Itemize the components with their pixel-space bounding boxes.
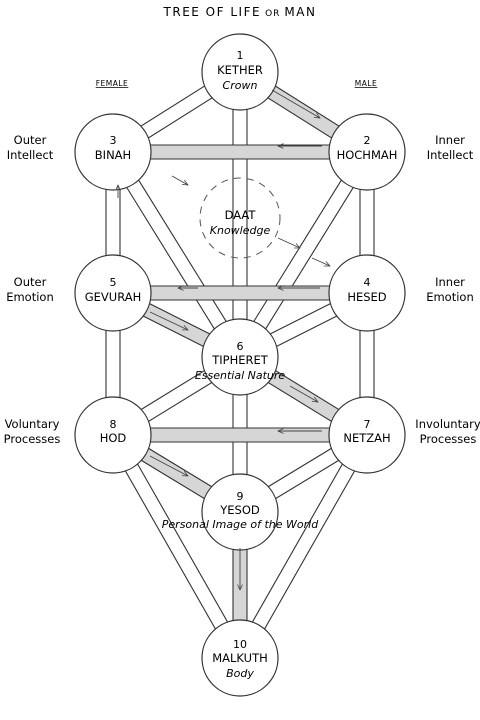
binah-number: 3 <box>110 134 117 147</box>
yesod-node-text: 9 YESOD Personal Image of the World <box>162 490 319 531</box>
hod-node-text: 8 HOD <box>100 418 127 445</box>
netzah-circle <box>328 396 406 474</box>
path-gevurah-hesed <box>113 286 367 300</box>
hochmah-node-text: 2 HOCHMAH <box>337 134 398 162</box>
voluntary-processes-label-1: Voluntary <box>5 417 60 431</box>
binah-name: BINAH <box>95 148 131 162</box>
gevurah-circle <box>74 254 152 332</box>
outer-intellect-label-1: Outer <box>14 133 47 147</box>
hod-circle <box>74 396 152 474</box>
outer-intellect-label-2: Intellect <box>7 148 54 162</box>
tiphereth-sub: Essential Nature <box>195 369 286 382</box>
daat-node-text: DAAT Knowledge <box>210 208 271 237</box>
flow-arrow-8 <box>149 311 188 331</box>
male-side-label: MALE <box>355 79 378 88</box>
hesed-number: 4 <box>364 276 371 289</box>
path-hod-netzah <box>113 428 367 442</box>
netzah-node-text: 7 NETZAH <box>343 418 390 445</box>
malkuth-node-text: 10 MALKUTH Body <box>212 638 268 680</box>
hesed-name: HESED <box>347 290 386 304</box>
flow-arrow-1 <box>271 89 320 118</box>
kether-node-text: 1 KETHER Crown <box>217 49 263 92</box>
flow-arrow-4 <box>277 237 300 249</box>
path-edge-hochmah-tiphereth-1 <box>245 155 374 361</box>
right-labels: Inner Intellect Inner Emotion Involuntar… <box>415 133 480 446</box>
outer-emotion-label-1: Outer <box>14 275 47 289</box>
tiphereth-name: TIPHERET <box>211 353 269 367</box>
malkuth-number: 10 <box>233 638 247 651</box>
path-binah-hochmah <box>113 145 367 159</box>
kether-sub: Crown <box>223 79 258 92</box>
tiphereth-circle <box>201 318 279 396</box>
involuntary-processes-label-1: Involuntary <box>415 417 480 431</box>
flow-arrow-3 <box>171 175 188 185</box>
path-edge-netzah-malkuth-1 <box>245 438 374 662</box>
path-hochmah-tiphereth <box>234 148 373 361</box>
flow-arrow-5 <box>311 257 330 267</box>
involuntary-processes-label-2: Processes <box>420 432 477 446</box>
hochmah-circle <box>328 113 406 191</box>
hod-name: HOD <box>100 431 127 445</box>
hesed-node-text: 4 HESED <box>347 276 386 304</box>
daat-sub: Knowledge <box>210 224 271 237</box>
path-netzah-malkuth <box>233 431 374 662</box>
gevurah-number: 5 <box>110 276 117 289</box>
yesod-number: 9 <box>237 490 244 503</box>
flow-arrows <box>118 89 330 590</box>
inner-emotion-label-1: Inner <box>435 275 465 289</box>
path-edge-hochmah-tiphereth-0 <box>233 148 362 354</box>
kether-name: KETHER <box>217 63 263 77</box>
malkuth-name: MALKUTH <box>212 651 268 665</box>
kether-circle <box>201 33 279 111</box>
inner-intellect-label-1: Inner <box>435 133 465 147</box>
flow-arrow-9 <box>289 385 318 402</box>
daat-name: DAAT <box>225 208 257 222</box>
path-hod-malkuth <box>106 431 247 662</box>
daat-circle <box>199 177 281 259</box>
inner-intellect-label-2: Intellect <box>427 148 474 162</box>
inner-emotion-label-2: Emotion <box>426 290 474 304</box>
path-edge-hod-malkuth-0 <box>106 438 235 662</box>
binah-node-text: 3 BINAH <box>95 134 131 162</box>
path-edge-hod-malkuth-1 <box>118 431 247 655</box>
hesed-circle <box>328 254 406 332</box>
gevurah-node-text: 5 GEVURAH <box>85 276 142 304</box>
hod-number: 8 <box>110 418 117 431</box>
hochmah-number: 2 <box>364 134 371 147</box>
hochmah-name: HOCHMAH <box>337 148 398 162</box>
kether-number: 1 <box>237 49 244 62</box>
yesod-sub: Personal Image of the World <box>162 518 319 531</box>
netzah-name: NETZAH <box>343 431 390 445</box>
left-labels: Outer Intellect Outer Emotion Voluntary … <box>4 133 61 446</box>
yesod-name: YESOD <box>219 503 260 517</box>
malkuth-sub: Body <box>226 667 254 680</box>
path-edge-binah-tiphereth-1 <box>118 148 247 354</box>
tiphereth-node-text: 6 TIPHERET Essential Nature <box>195 340 286 382</box>
outer-emotion-label-2: Emotion <box>6 290 54 304</box>
flow-arrow-11 <box>149 455 188 476</box>
malkuth-circle <box>201 619 279 697</box>
path-binah-tiphereth <box>107 148 246 361</box>
tiphereth-number: 6 <box>237 340 244 353</box>
path-edge-binah-tiphereth-0 <box>106 155 235 361</box>
path-edge-netzah-malkuth-0 <box>233 431 362 655</box>
gevurah-name: GEVURAH <box>85 290 142 304</box>
female-side-label: FEMALE <box>96 79 129 88</box>
sefirot <box>74 33 406 697</box>
binah-circle <box>74 113 152 191</box>
voluntary-processes-label-2: Processes <box>4 432 61 446</box>
netzah-number: 7 <box>364 418 371 431</box>
